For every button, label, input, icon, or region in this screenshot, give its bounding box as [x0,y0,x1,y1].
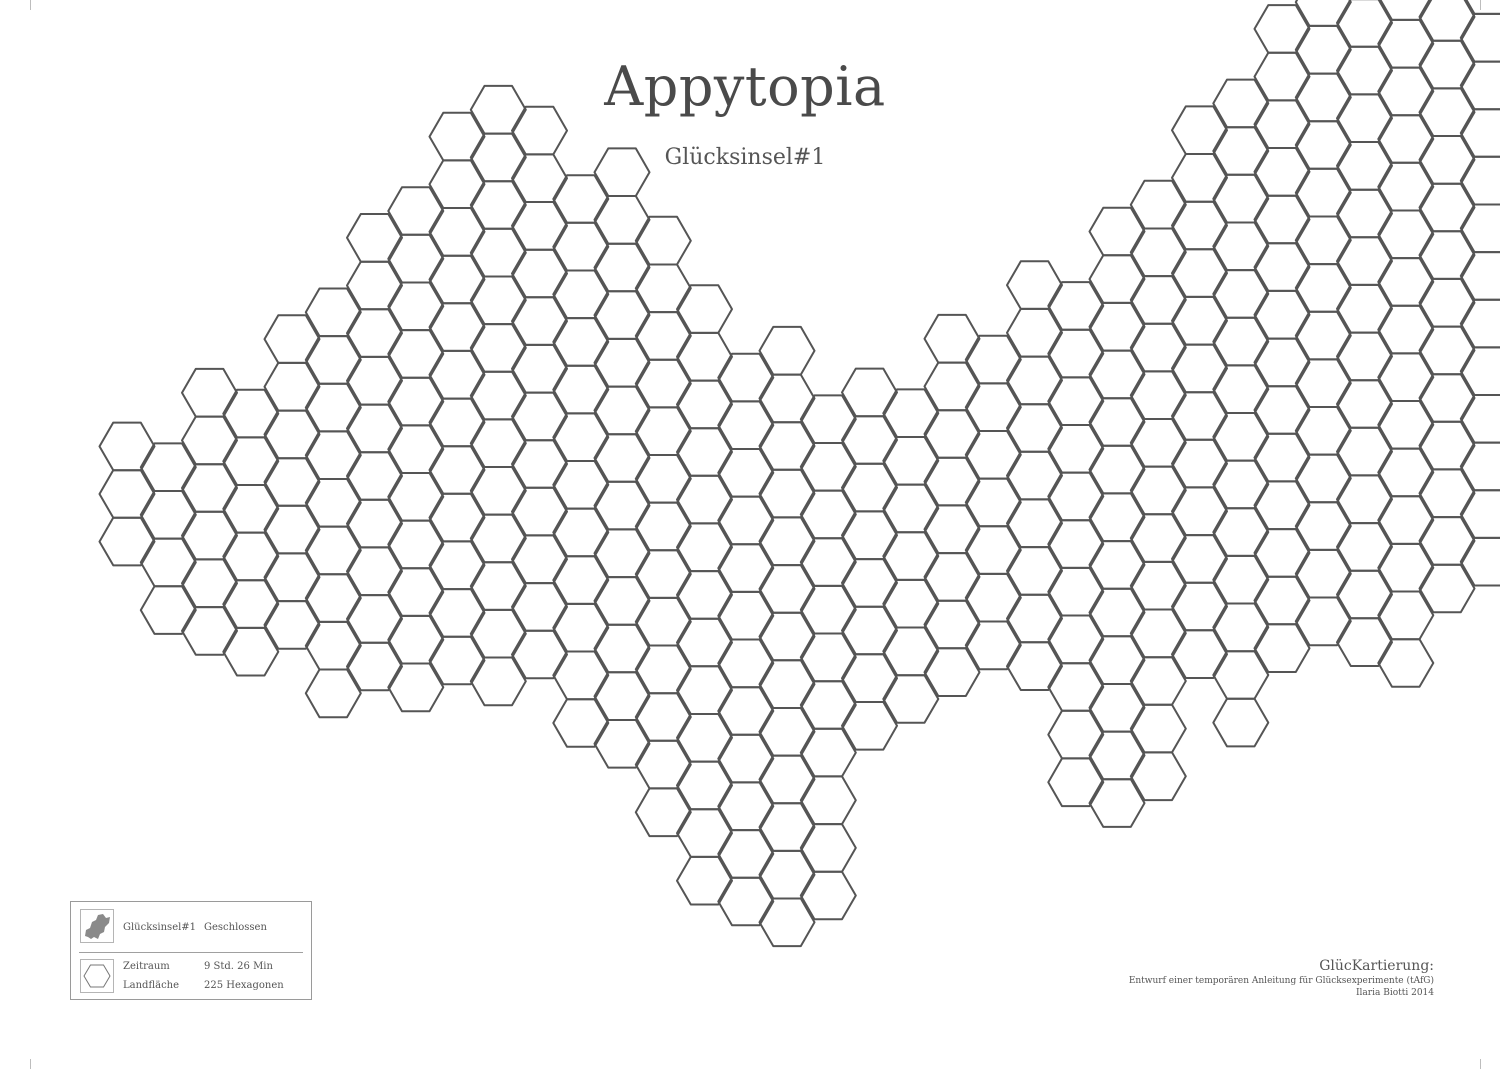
hexagon-cell [1459,203,1500,254]
hexagon-cell [511,629,568,680]
credits-author: Ilaria Biotti 2014 [1356,988,1434,998]
hexagon-cell [1459,298,1500,349]
hexagon-cell [139,585,197,635]
hexagon-cell [1459,60,1500,111]
credits-subtitle: Entwurf einer temporären Anleitung für G… [1128,976,1434,986]
hexagon-cell [469,656,527,707]
hexagon-cell [1459,536,1500,587]
hexagon-cell [923,313,981,364]
hexagon-cell [964,620,1022,671]
hexagon-cell [98,516,156,567]
hexagon-cell [98,421,156,472]
hexagon-cell [1465,0,1500,15]
hexagon-cell [1088,778,1146,828]
hexagon-cell [552,698,610,748]
hexagon-cell [676,855,733,906]
hexagon-cell [222,626,280,677]
legend-island-status: Geschlossen [204,922,267,933]
hexagon-cell [1377,638,1435,688]
hexagon-cell [799,870,857,921]
credits-block: GlücKartierung: Entwurf einer temporären… [1129,958,1434,998]
hexagon-cell [428,635,486,686]
hexagon-cell [263,600,321,650]
hexagon-cell [1253,623,1311,673]
hexagon-cell [1459,108,1500,158]
hexagon-cell [841,701,898,751]
hexagon-cell [1459,489,1500,539]
legend-area-label: Landfläche [123,980,180,991]
hexagon-cell [304,668,362,719]
legend-period-value: 9 Std. 26 Min [204,961,273,972]
hexagon-cell [346,641,403,692]
credits-heading: GlücKartierung: [1319,958,1434,974]
page-title: Appytopia [604,55,886,118]
hexagon-cell [1129,751,1187,802]
crop-mark-top-right [1480,0,1481,10]
hexagon-cell [717,876,775,927]
hexagon-cell [1418,563,1476,614]
hexagon-cell [1047,757,1105,808]
hexagon-cell [181,367,238,418]
hexagon-cell [1336,617,1393,667]
hexagon-cell [1171,629,1228,679]
legend-period-label: Zeitraum [123,961,170,972]
map-legend: Glücksinsel#1 Geschlossen Zeitraum 9 Std… [70,901,312,1000]
legend-area-value: 225 Hexagonen [204,980,284,991]
hexagon-cell [634,787,692,838]
hexagon-cell [1459,12,1500,63]
crop-mark-bottom-right [1480,1059,1481,1069]
hexagon-cell [1459,394,1500,444]
page-subtitle: Glücksinsel#1 [664,145,826,170]
hexagon-cell [1294,596,1352,647]
crop-mark-top-left [30,0,31,10]
island-thumbnail [80,909,114,943]
hexagon-cell [923,647,981,697]
hexagon-cell [181,606,238,656]
hexagon-cell [593,719,651,769]
hexagon-cell [1459,346,1500,396]
legend-divider [79,952,303,953]
hexagon-cell [387,662,445,713]
hexagon-sample-box [80,959,114,993]
hexagon-cell [1006,641,1063,691]
hexagon-cell [1379,0,1433,21]
hexagon-cell [882,674,940,724]
hexagon-cell [1006,260,1063,310]
legend-island-name: Glücksinsel#1 [123,922,197,933]
hexagon-cell [758,897,816,948]
hexagon-cell [1459,251,1500,301]
hexagon-cell [1459,155,1500,206]
crop-mark-bottom-left [30,1059,31,1069]
hexagon-grid [98,0,1500,948]
island-silhouette-icon [85,914,110,939]
hexagon-cell [1459,441,1500,492]
hexagon-cell [1212,697,1270,748]
hexagon-icon [83,964,111,988]
